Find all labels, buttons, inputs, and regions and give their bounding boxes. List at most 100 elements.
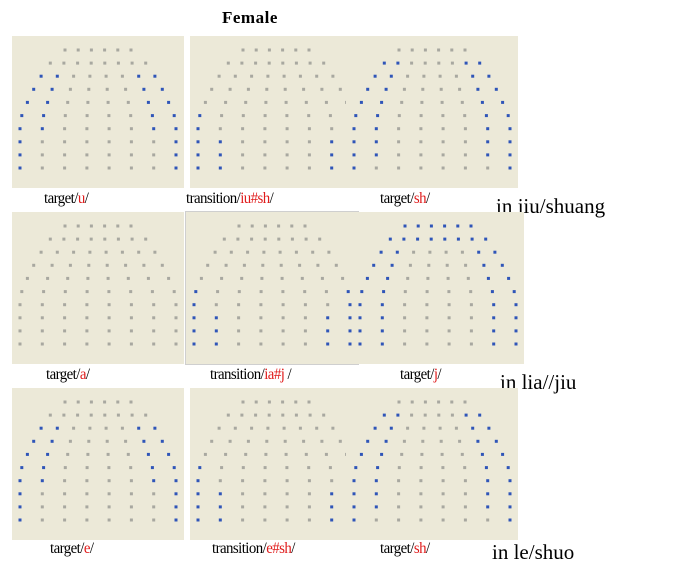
electrode-dot (153, 426, 157, 430)
electrode-dot (403, 329, 407, 333)
electrode-dot (63, 518, 67, 522)
electrode-dot (304, 237, 308, 241)
electrode-dot (196, 492, 200, 496)
electrode-dot (397, 505, 401, 509)
electrode-dot (508, 140, 512, 144)
electrode-dot-grid (352, 48, 512, 170)
electrode-dot (63, 166, 67, 170)
electrode-dot (304, 452, 308, 456)
electrode-dot (382, 413, 386, 417)
electrode-dot-grid (352, 400, 512, 522)
electrode-dot (196, 479, 200, 483)
electrode-dot (124, 439, 128, 443)
electrode-dot (142, 439, 146, 443)
electrode-dot (152, 479, 156, 483)
electrode-dot (396, 413, 400, 417)
electrode-dot (107, 166, 111, 170)
electrode-dot (463, 492, 467, 496)
electrode-dot (40, 166, 44, 170)
electrode-dot (214, 303, 218, 307)
electrode-dot (32, 439, 36, 443)
electrode-dot (214, 329, 218, 333)
electrode-dot (406, 276, 410, 280)
electrode-dot (508, 153, 512, 157)
electrode-dot (32, 87, 36, 91)
electrode-dot (107, 479, 111, 483)
electrode-dot (419, 492, 423, 496)
electrode-dot (486, 166, 490, 170)
electrode-dot (403, 290, 407, 294)
electrode-dot (129, 290, 133, 294)
electrode-dot (463, 114, 467, 118)
electrode-dot (446, 276, 450, 280)
electrode-dot (326, 303, 330, 307)
electrode-dot (106, 452, 110, 456)
electrode-dot (348, 342, 352, 346)
electrode-dot (129, 166, 133, 170)
electrode-dot (419, 153, 423, 157)
electrode-dot (174, 303, 178, 307)
electrode-dot (285, 492, 289, 496)
electrode-dot (107, 316, 111, 320)
electrode-dot (514, 303, 518, 307)
electrode-dot (160, 439, 164, 443)
electrode-dot (501, 452, 505, 456)
electrode-dot (246, 87, 250, 91)
electrode-dot (120, 74, 124, 78)
electrode-dot (372, 263, 376, 267)
electrode-dot (466, 276, 470, 280)
electrode-dot (284, 452, 288, 456)
electrode-dot (55, 74, 59, 78)
caption-r2-p3: target/j/ (400, 366, 442, 383)
electrode-dot (85, 303, 89, 307)
electrode-dot (307, 140, 311, 144)
electrode-dot (463, 479, 467, 483)
electrode-dot (107, 140, 111, 144)
electrode-dot (72, 426, 76, 430)
electrode-dot (241, 153, 245, 157)
electrode-dot (152, 329, 156, 333)
electrode-dot (348, 329, 352, 333)
electrode-dot (72, 250, 76, 254)
electrode-dot (124, 87, 128, 91)
caption-r3-p3: target/sh/ (380, 540, 430, 557)
electrode-dot (376, 114, 380, 118)
electrode-dot (507, 276, 511, 280)
electrode-dot (18, 329, 22, 333)
electrode-dot (396, 61, 400, 65)
electrode-dot (397, 166, 401, 170)
electrode-dot (512, 290, 516, 294)
electrode-dot (174, 127, 178, 131)
electrode-dot (492, 303, 496, 307)
electrode-dot (55, 426, 59, 430)
electrode-dot (477, 250, 481, 254)
electrode-dot (89, 413, 93, 417)
electrode-dot (87, 87, 91, 91)
electrode-dot (458, 87, 462, 91)
electrode-dot (103, 61, 107, 65)
electrode-dot (384, 87, 388, 91)
electrode-dot (318, 237, 322, 241)
electrode-dot (366, 87, 370, 91)
electrode-dot (359, 100, 363, 104)
electrode-dot (55, 250, 59, 254)
electrode-dot (250, 74, 254, 78)
electrode-dot (326, 329, 330, 333)
electrode-dot (129, 224, 133, 228)
electrode-dot (203, 100, 207, 104)
electrode-dot (476, 87, 480, 91)
caption-r1-p1: target/u/ (44, 190, 89, 207)
electrode-dot (456, 224, 460, 228)
electrode-dot (403, 303, 407, 307)
electrode-dot (294, 413, 298, 417)
electrode-dot (400, 452, 404, 456)
electrode-dot (263, 492, 267, 496)
electrode-dot (440, 452, 444, 456)
electrode-dot-grid (358, 224, 518, 346)
electrode-dot (129, 479, 133, 483)
electrode-panel-r1-p2 (190, 36, 362, 188)
electrode-panel-r2-p3 (352, 212, 524, 364)
electrode-dot (116, 400, 120, 404)
electrode-dot (380, 303, 384, 307)
electrode-dot (380, 342, 384, 346)
